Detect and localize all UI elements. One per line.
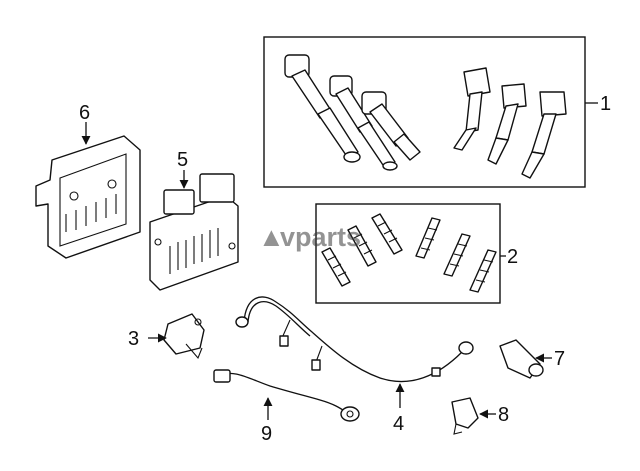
wiring-harness-part[interactable] (235, 296, 474, 383)
spark-plug-d[interactable] (415, 217, 441, 259)
callout-9: 9 (261, 423, 272, 445)
spark-plug-b[interactable] (347, 225, 377, 267)
sensor-part-8[interactable] (451, 397, 479, 435)
sensor-part-7[interactable] (499, 339, 544, 379)
watermark-logo: ▲ vparts (258, 222, 361, 252)
watermark-mark: ▲ (258, 222, 285, 252)
ignition-coil-a[interactable] (284, 54, 361, 163)
ignition-coil-box (263, 36, 586, 188)
spark-plug-box (315, 203, 501, 304)
callout-7: 7 (554, 348, 565, 370)
spark-plug-c[interactable] (371, 213, 403, 255)
callout-6: 6 (79, 102, 90, 124)
knock-sensor-lead-part[interactable] (213, 369, 360, 422)
ecm-module-part[interactable] (149, 173, 239, 291)
callout-8: 8 (498, 404, 509, 426)
spark-plug-group[interactable] (315, 203, 501, 304)
callout-5: 5 (177, 149, 188, 171)
spark-plug-e[interactable] (443, 233, 471, 277)
callout-4: 4 (393, 413, 404, 435)
watermark-text: vparts (280, 222, 361, 252)
ignition-coil-b[interactable] (329, 75, 398, 171)
callout-1: 1 (600, 93, 611, 115)
ignition-coil-c[interactable] (361, 91, 421, 161)
ignition-coil-f[interactable] (521, 91, 567, 179)
ignition-coil-e[interactable] (487, 83, 527, 165)
spark-plug-a[interactable] (321, 247, 351, 287)
ignition-coil-group[interactable] (263, 36, 586, 188)
sensor-part-3[interactable] (163, 313, 205, 360)
ignition-coil-d[interactable] (453, 67, 491, 151)
callout-3: 3 (128, 328, 139, 350)
spark-plug-f[interactable] (469, 249, 497, 293)
ecm-bracket-part[interactable] (35, 135, 141, 259)
callout-2: 2 (507, 246, 518, 268)
